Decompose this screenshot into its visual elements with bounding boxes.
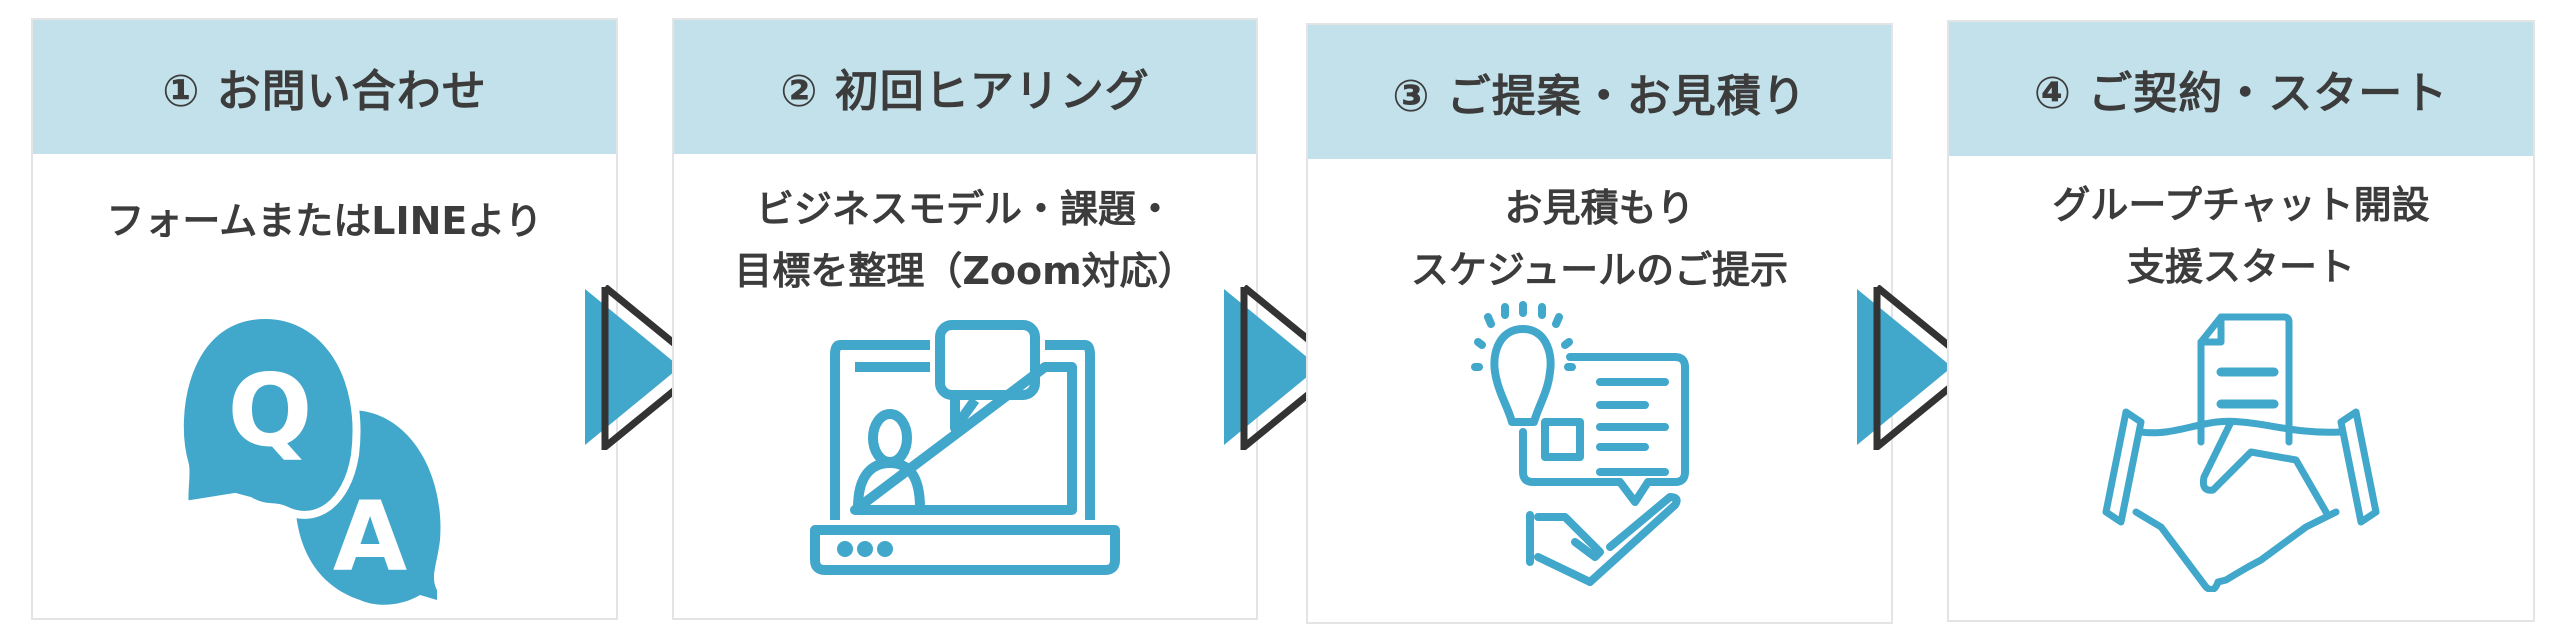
step-description: ビジネスモデル・課題・ 目標を整理（Zoom対応） bbox=[674, 178, 1256, 302]
description-line: フォームまたはLINEより bbox=[106, 199, 543, 243]
step-card-4: ④ ご契約・スタート グループチャット開設 支援スタート bbox=[1947, 20, 2535, 622]
a-letter: A bbox=[332, 481, 406, 593]
description-line: お見積もり bbox=[1504, 186, 1695, 230]
description-line: 目標を整理（Zoom対応） bbox=[734, 249, 1196, 293]
q-letter: Q bbox=[227, 352, 312, 469]
step-card-2: ② 初回ヒアリング ビジネスモデル・課題・ 目標を整理（Zoom対応） bbox=[672, 18, 1258, 620]
description-line: 支援スタート bbox=[2126, 245, 2355, 289]
laptop-video-call-icon bbox=[810, 320, 1120, 575]
step-description: グループチャット開設 支援スタート bbox=[1949, 174, 2533, 298]
description-line: グループチャット開設 bbox=[2052, 183, 2430, 227]
step-title: ② 初回ヒアリング bbox=[674, 20, 1256, 154]
description-line: ビジネスモデル・課題・ bbox=[755, 187, 1174, 231]
arrow-right-icon bbox=[1224, 285, 1348, 450]
step-card-1: ① お問い合わせ フォームまたはLINEより Q A bbox=[31, 18, 618, 620]
qa-bubbles-icon: Q A bbox=[175, 315, 440, 605]
step-title: ① お問い合わせ bbox=[33, 20, 616, 154]
step-description: フォームまたはLINEより bbox=[33, 190, 616, 252]
description-line: スケジュールのご提示 bbox=[1410, 248, 1789, 292]
step-title: ④ ご契約・スタート bbox=[1949, 22, 2533, 156]
handshake-contract-icon bbox=[2102, 313, 2380, 592]
step-title: ③ ご提案・お見積り bbox=[1308, 25, 1891, 159]
idea-proposal-hand-icon bbox=[1470, 301, 1689, 586]
step-description: お見積もり スケジュールのご提示 bbox=[1308, 177, 1891, 301]
arrow-right-icon bbox=[1857, 285, 1981, 450]
step-card-3: ③ ご提案・お見積り お見積もり スケジュールのご提示 bbox=[1306, 23, 1893, 624]
arrow-right-icon bbox=[585, 285, 709, 450]
